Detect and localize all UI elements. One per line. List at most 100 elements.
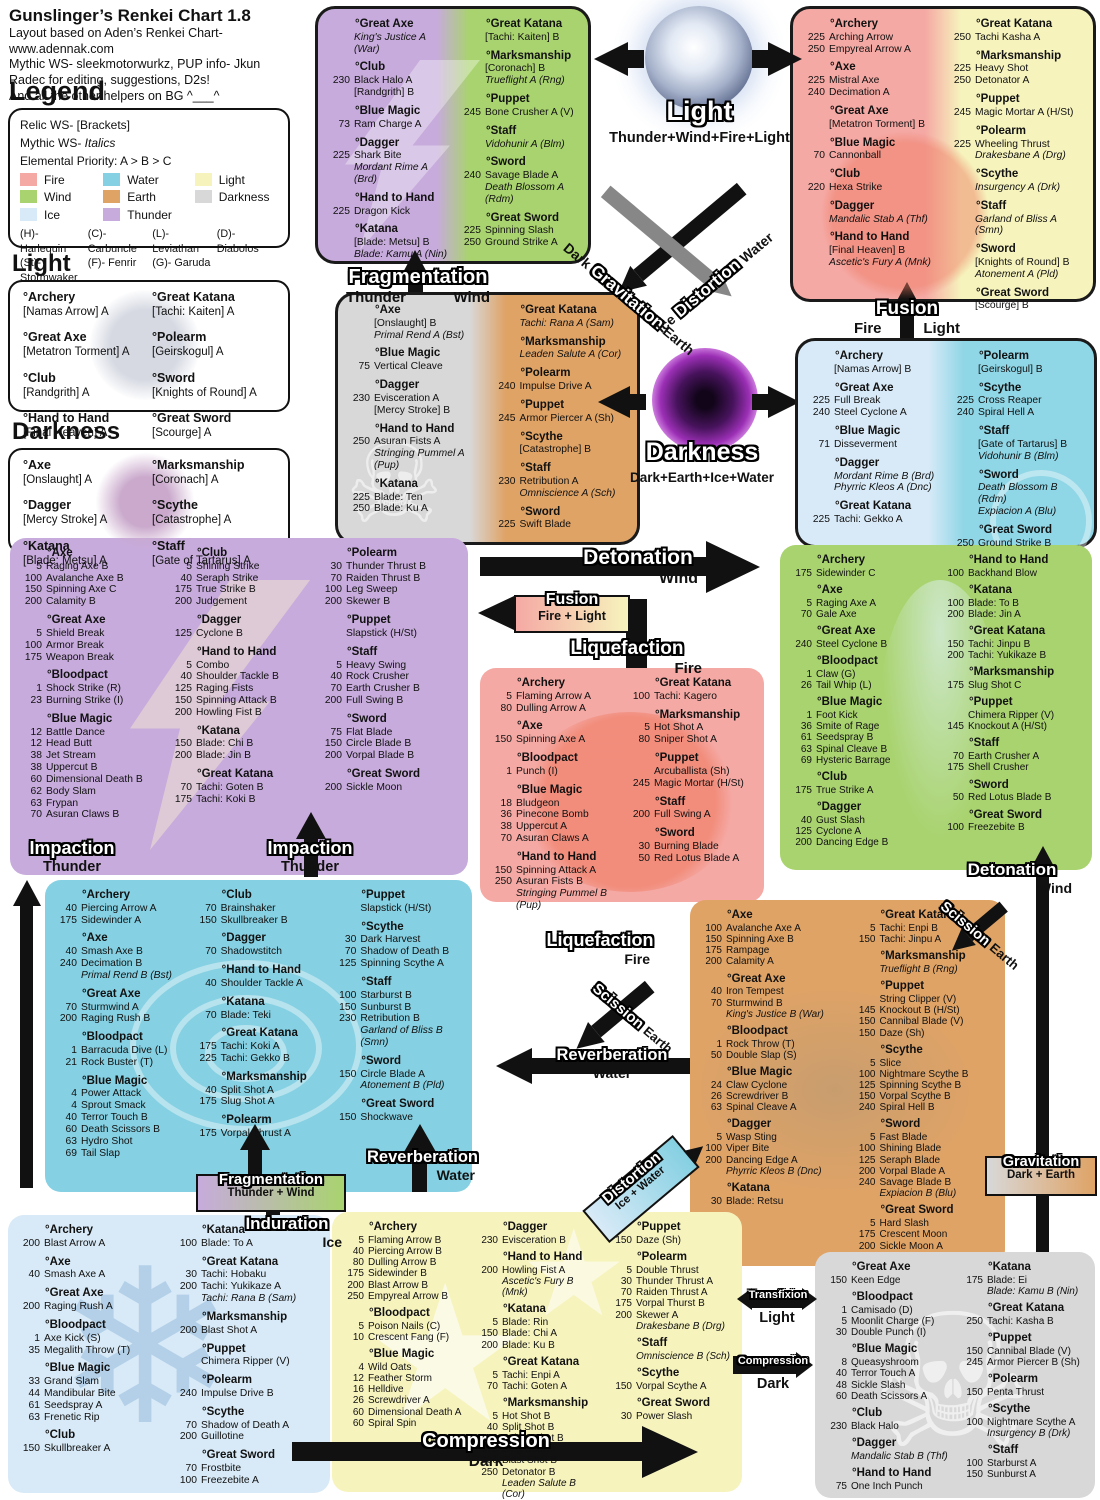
arrow-darkness-left — [598, 386, 630, 418]
legend-swatch-thunder: Thunder — [103, 207, 195, 224]
arrow-light-right — [768, 42, 802, 76]
weapon-skill-group: °Katana[Blade: Metsu] A — [23, 538, 107, 567]
darkness-relic-box: °Axe[Onslaught] A °Dagger[Mercy Stroke] A… — [8, 448, 290, 567]
weapon-skill-group: °Hand to Hand[Final Heaven] A — [23, 411, 110, 440]
weapon-skill-group: °Polearm[Geirskogul] B — [978, 350, 1043, 375]
liquefaction-arrow-label: Liquefaction Fire — [570, 638, 702, 677]
weapon-skill-group: °Dagger[Mercy Stroke] A — [23, 498, 108, 527]
legend-relic-note: Relic WS- [Brackets] — [20, 118, 131, 132]
wind-swatch-icon — [20, 190, 37, 204]
weapon-skill-column: °Archery[Namas Arrow] A°Great Axe[Metatr… — [20, 290, 149, 439]
arrow-right-rail-shaft — [1036, 870, 1049, 1264]
weapon-skill-group: °Scythe[Catastrophe] B — [519, 430, 592, 456]
legend-avatar-item: (G)- Garuda — [152, 257, 211, 270]
darkness-node-label: Darkness — [645, 438, 759, 466]
arrow-fragmentation-badge-up — [240, 1124, 270, 1150]
arrow-light-left — [594, 42, 628, 76]
ripple-watermark-icon — [205, 1025, 287, 1082]
weapon-skill-group: °Axe[Onslaught] A — [23, 458, 93, 486]
arrow-darkness-right — [768, 386, 800, 418]
legend-swatch-water: Water — [103, 172, 195, 189]
arrow-liquefaction-shaft — [626, 599, 647, 671]
legend-avatar-item: (F)- Fenrir — [87, 257, 137, 270]
arrow-fusion-up — [893, 282, 921, 308]
legend-swatch-grid: Fire Water Light Wind Earth Darkness Ice… — [20, 172, 278, 224]
arrow-impaction-left-up — [13, 880, 41, 906]
reverberation-low-label: Reverberation Water — [367, 1148, 478, 1183]
legend-title: Legend — [9, 76, 106, 106]
weapon-skill-group: °Archery[Namas Arrow] B — [834, 350, 912, 375]
water-swatch-icon — [103, 173, 121, 186]
light-swatch-icon — [194, 173, 212, 186]
credit-line: Layout based on Aden’s Renkei Chart- www… — [9, 26, 223, 56]
thunder-swatch-icon — [103, 207, 121, 221]
